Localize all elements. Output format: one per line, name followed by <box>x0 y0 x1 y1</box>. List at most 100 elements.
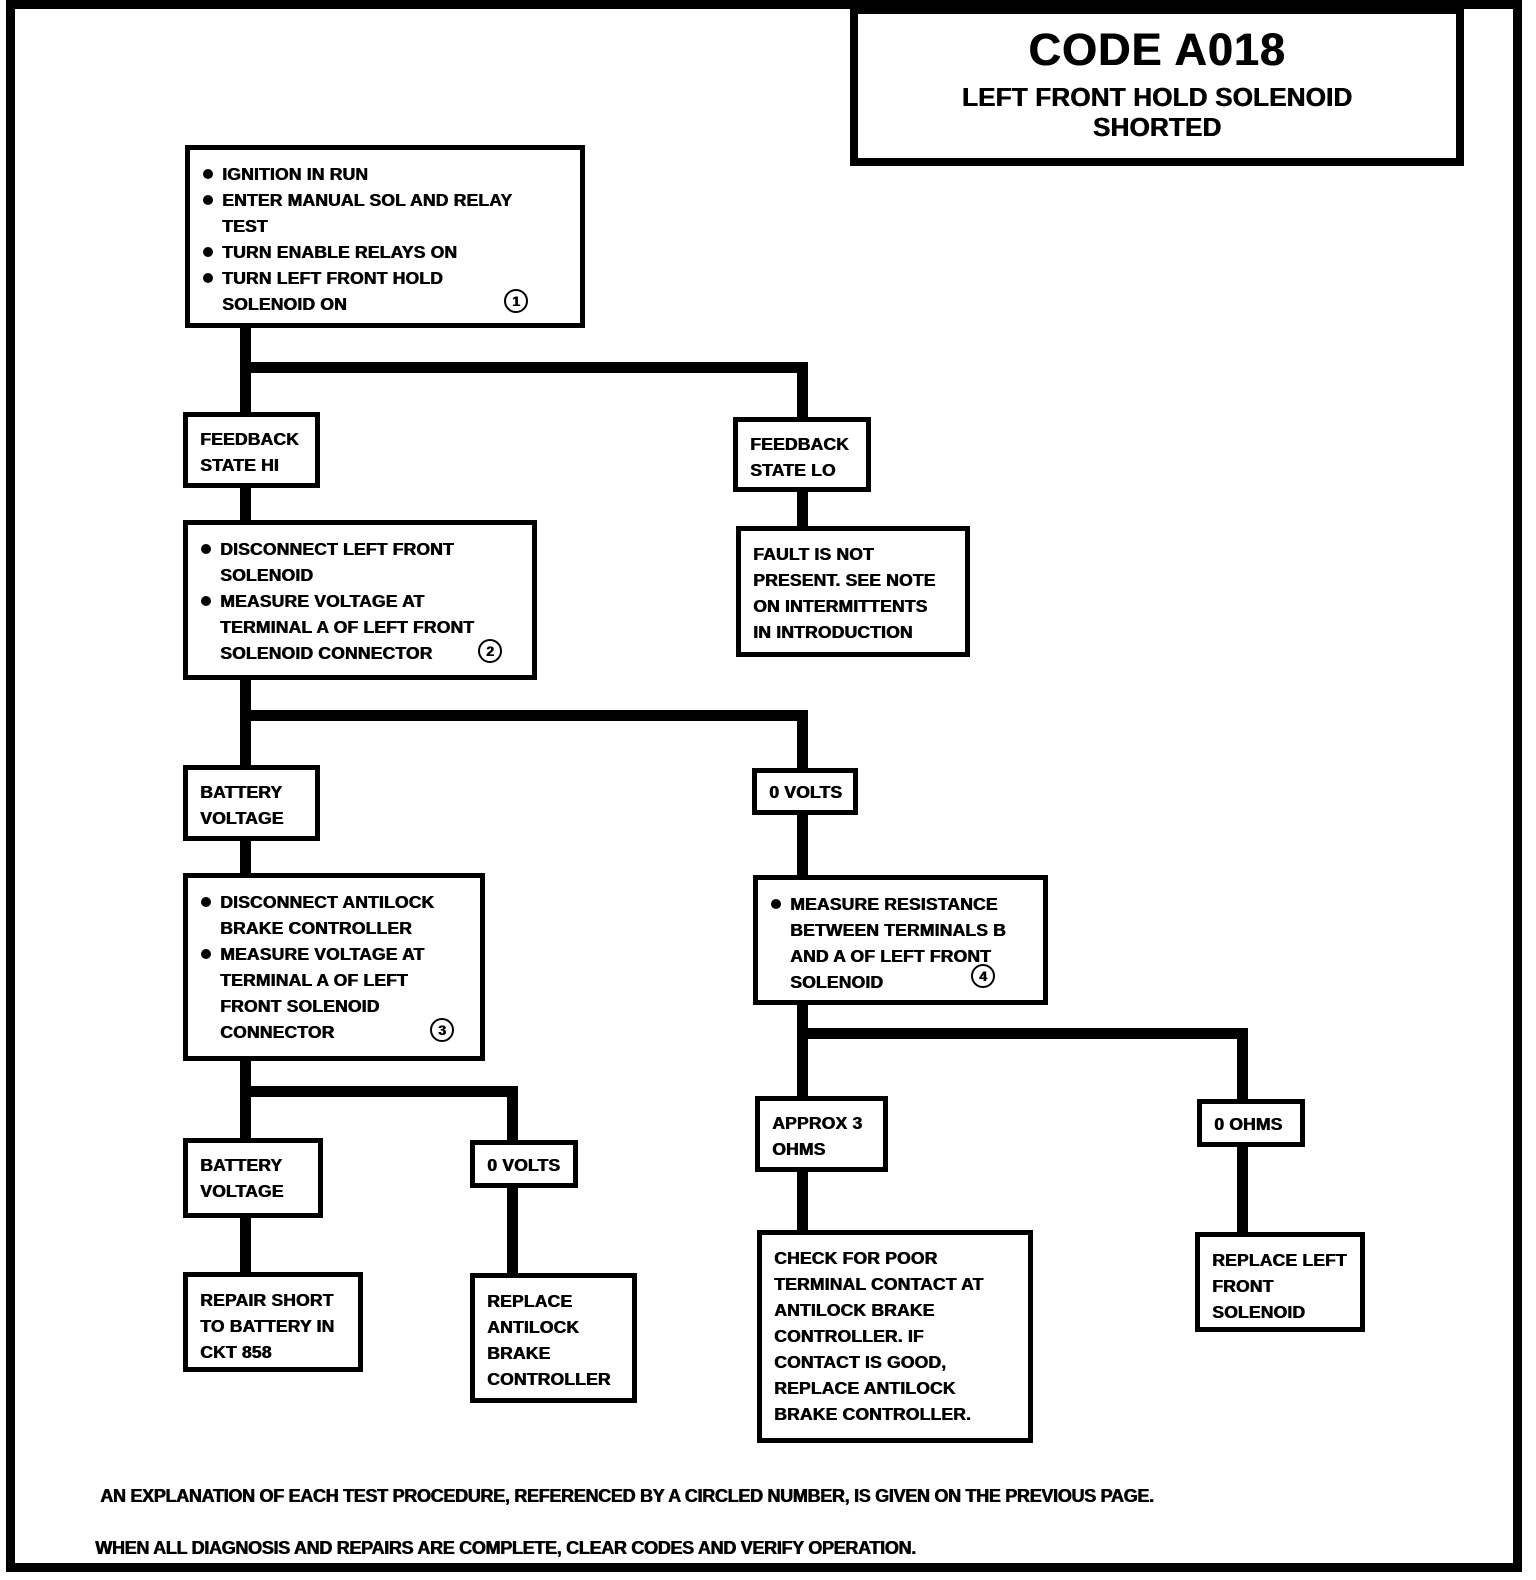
connector-battery2-repair <box>240 1216 251 1276</box>
node-feedback-state-lo: FEEDBACK STATE LO <box>733 417 871 492</box>
fault-line4: IN INTRODUCTION <box>753 622 913 642</box>
step1-bullet-turn-solenoid-line2: SOLENOID ON <box>222 294 347 314</box>
step4-bullet-measure-line1: MEASURE RESISTANCE <box>768 891 1031 917</box>
connector-step2-down <box>240 678 251 770</box>
connector-feedbackhi-step2 <box>240 486 251 524</box>
replace-abc-line4: CONTROLLER <box>487 1369 611 1389</box>
step4-bullet-measure-line4: SOLENOID <box>790 972 883 992</box>
check-poor-line2: TERMINAL CONTACT AT <box>774 1274 984 1294</box>
step2-bullet-disconnect-line2: SOLENOID <box>220 565 313 585</box>
step3-bullet-disconnect-line2: BRAKE CONTROLLER <box>220 918 412 938</box>
step2-bullet-measure-line1: MEASURE VOLTAGE AT <box>198 588 520 614</box>
step2-bullet-measure-line2: TERMINAL A OF LEFT FRONT <box>220 617 474 637</box>
ref-circle-3: 3 <box>430 1018 454 1042</box>
check-poor-line1: CHECK FOR POOR <box>774 1248 938 1268</box>
step2-bullet-disconnect-line1: DISCONNECT LEFT FRONT <box>198 536 520 562</box>
repair-short-line3: CKT 858 <box>200 1342 272 1362</box>
fault-line3: ON INTERMITTENTS <box>753 596 928 616</box>
node-approx-3-ohms: APPROX 3 OHMS <box>755 1096 888 1172</box>
node-check-poor-contact: CHECK FOR POOR TERMINAL CONTACT AT ANTIL… <box>757 1230 1033 1443</box>
approx3-line1: APPROX 3 <box>772 1113 863 1133</box>
step2-bullet-measure-line3: SOLENOID CONNECTOR <box>220 643 433 663</box>
repair-short-line2: TO BATTERY IN <box>200 1316 335 1336</box>
0volts2-line1: 0 VOLTS <box>487 1155 561 1175</box>
title-box: CODE A018 LEFT FRONT HOLD SOLENOID SHORT… <box>850 6 1464 166</box>
node-battery-voltage-1: BATTERY VOLTAGE <box>183 765 320 841</box>
battery2-line2: VOLTAGE <box>200 1181 284 1201</box>
node-feedback-state-hi: FEEDBACK STATE HI <box>183 412 320 488</box>
node-step2: DISCONNECT LEFT FRONT SOLENOID MEASURE V… <box>183 520 537 680</box>
connector-to-0ohms <box>1237 1028 1248 1103</box>
connector-branch1-bar <box>240 362 808 373</box>
replace-abc-line2: ANTILOCK <box>487 1317 580 1337</box>
connector-step3-down <box>240 1059 251 1142</box>
connector-to-feedback-lo <box>797 362 808 419</box>
0ohms-line1: 0 OHMS <box>1214 1114 1283 1134</box>
step1-bullet-enable-relays: TURN ENABLE RELAYS ON <box>200 239 568 265</box>
step1-bullet-enter-test-line1: ENTER MANUAL SOL AND RELAY <box>200 187 568 213</box>
feedback-lo-line1: FEEDBACK <box>750 434 849 454</box>
connector-0ohms-replacelfs <box>1237 1145 1248 1236</box>
connector-0volts1-step4 <box>797 813 808 879</box>
approx3-line2: OHMS <box>772 1139 826 1159</box>
fault-line1: FAULT IS NOT <box>753 544 874 564</box>
feedback-hi-line2: STATE HI <box>200 455 279 475</box>
repair-short-line1: REPAIR SHORT <box>200 1290 334 1310</box>
connector-0volts2-replaceabc <box>507 1186 518 1277</box>
check-poor-line7: BRAKE CONTROLLER. <box>774 1404 971 1424</box>
node-step4: MEASURE RESISTANCE BETWEEN TERMINALS B A… <box>753 875 1048 1005</box>
ref-circle-4: 4 <box>971 964 995 988</box>
replace-abc-line3: BRAKE <box>487 1343 551 1363</box>
step3-bullet-measure-line4: CONNECTOR <box>220 1022 335 1042</box>
connector-to-0volts2 <box>507 1086 518 1144</box>
connector-branch2-bar <box>240 710 808 721</box>
step3-bullet-disconnect-line1: DISCONNECT ANTILOCK <box>198 889 468 915</box>
connector-feedbacklo-fault <box>797 490 808 530</box>
check-poor-line6: REPLACE ANTILOCK <box>774 1378 956 1398</box>
node-repair-short: REPAIR SHORT TO BATTERY IN CKT 858 <box>183 1272 363 1372</box>
node-battery-voltage-2: BATTERY VOLTAGE <box>183 1138 323 1218</box>
replace-lfs-line3: SOLENOID <box>1212 1302 1305 1322</box>
step4-bullet-measure-line3: AND A OF LEFT FRONT <box>790 946 991 966</box>
connector-approx3-check <box>797 1170 808 1234</box>
battery1-line1: BATTERY <box>200 782 283 802</box>
feedback-lo-line2: STATE LO <box>750 460 836 480</box>
step3-bullet-measure-line3: FRONT SOLENOID <box>220 996 380 1016</box>
node-replace-antilock-brake-controller: REPLACE ANTILOCK BRAKE CONTROLLER <box>470 1273 637 1403</box>
fault-line2: PRESENT. SEE NOTE <box>753 570 936 590</box>
battery1-line2: VOLTAGE <box>200 808 284 828</box>
check-poor-line4: CONTROLLER. IF <box>774 1326 924 1346</box>
replace-lfs-line1: REPLACE LEFT <box>1212 1250 1347 1270</box>
connector-branch4-bar <box>797 1028 1248 1039</box>
check-poor-line5: CONTACT IS GOOD, <box>774 1352 947 1372</box>
node-0-ohms: 0 OHMS <box>1197 1099 1305 1147</box>
step1-bullet-enter-test-line2: TEST <box>222 216 268 236</box>
footer-note-clear-codes: WHEN ALL DIAGNOSIS AND REPAIRS ARE COMPL… <box>95 1538 916 1558</box>
code-title: CODE A018 <box>1028 24 1286 75</box>
footer-note-explanation: AN EXPLANATION OF EACH TEST PROCEDURE, R… <box>100 1486 1154 1506</box>
ref-circle-2: 2 <box>478 639 502 663</box>
connector-battery1-step3 <box>240 839 251 877</box>
0volts1-line1: 0 VOLTS <box>769 782 843 802</box>
step3-bullet-measure-line2: TERMINAL A OF LEFT <box>220 970 408 990</box>
feedback-hi-line1: FEEDBACK <box>200 429 299 449</box>
connector-branch3-bar <box>240 1086 518 1097</box>
node-0-volts-2: 0 VOLTS <box>470 1140 578 1188</box>
step4-bullet-measure-line2: BETWEEN TERMINALS B <box>790 920 1006 940</box>
step3-bullet-measure-line1: MEASURE VOLTAGE AT <box>198 941 468 967</box>
ref-circle-1: 1 <box>504 289 528 313</box>
battery2-line1: BATTERY <box>200 1155 283 1175</box>
replace-abc-line1: REPLACE <box>487 1291 573 1311</box>
step1-bullet-ignition: IGNITION IN RUN <box>200 161 568 187</box>
code-subtitle-line2: SHORTED <box>1092 112 1222 142</box>
node-replace-left-front-solenoid: REPLACE LEFT FRONT SOLENOID <box>1195 1232 1365 1332</box>
replace-lfs-line2: FRONT <box>1212 1276 1274 1296</box>
node-0-volts-1: 0 VOLTS <box>752 768 858 815</box>
check-poor-line3: ANTILOCK BRAKE <box>774 1300 935 1320</box>
connector-to-0volts1 <box>797 710 808 772</box>
step1-bullet-turn-solenoid-line1: TURN LEFT FRONT HOLD <box>200 265 568 291</box>
code-subtitle-line1: LEFT FRONT HOLD SOLENOID <box>961 82 1353 112</box>
connector-step4-down <box>797 1003 808 1100</box>
node-step1: IGNITION IN RUN ENTER MANUAL SOL AND REL… <box>185 145 585 328</box>
node-step3: DISCONNECT ANTILOCK BRAKE CONTROLLER MEA… <box>183 873 485 1061</box>
